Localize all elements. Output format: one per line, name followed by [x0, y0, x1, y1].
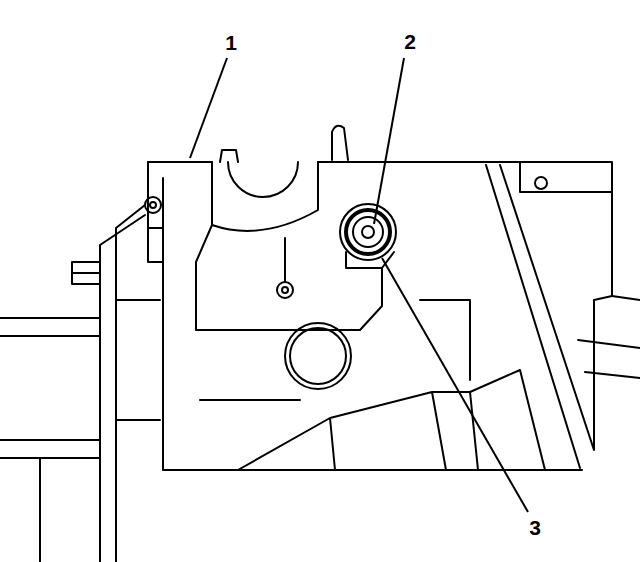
internal-wall	[238, 370, 545, 470]
bearing-lip	[220, 150, 238, 162]
callout-number: 1	[225, 32, 237, 53]
bore	[285, 323, 351, 389]
background-line	[0, 318, 100, 562]
leader-line	[190, 58, 227, 158]
bearing-saddle	[212, 162, 318, 231]
cylinder-head-outline	[148, 162, 582, 470]
internal-wall	[200, 300, 470, 400]
leader-line	[374, 58, 404, 224]
leader-line	[382, 258, 528, 512]
post	[332, 126, 348, 160]
bolt-hole	[145, 197, 161, 213]
oil-hole	[277, 282, 293, 298]
plug-outer	[340, 204, 396, 260]
oil-passage	[284, 238, 286, 282]
bolt-hole	[150, 202, 156, 208]
bore	[290, 328, 346, 384]
bearing-saddle	[228, 162, 298, 197]
plug-ring	[353, 217, 383, 247]
background-line	[578, 296, 640, 378]
bracket	[100, 205, 160, 562]
callout-number: 2	[404, 31, 416, 52]
callout-number: 3	[529, 517, 541, 538]
bolt-hole	[535, 177, 547, 189]
cylinder-head-outline	[486, 165, 612, 468]
plug-ring	[346, 210, 390, 254]
oil-hole	[282, 287, 288, 293]
plug-center	[362, 226, 374, 238]
internal-wall	[196, 225, 382, 330]
bolt-head	[72, 262, 100, 284]
bolt-head	[72, 272, 100, 274]
